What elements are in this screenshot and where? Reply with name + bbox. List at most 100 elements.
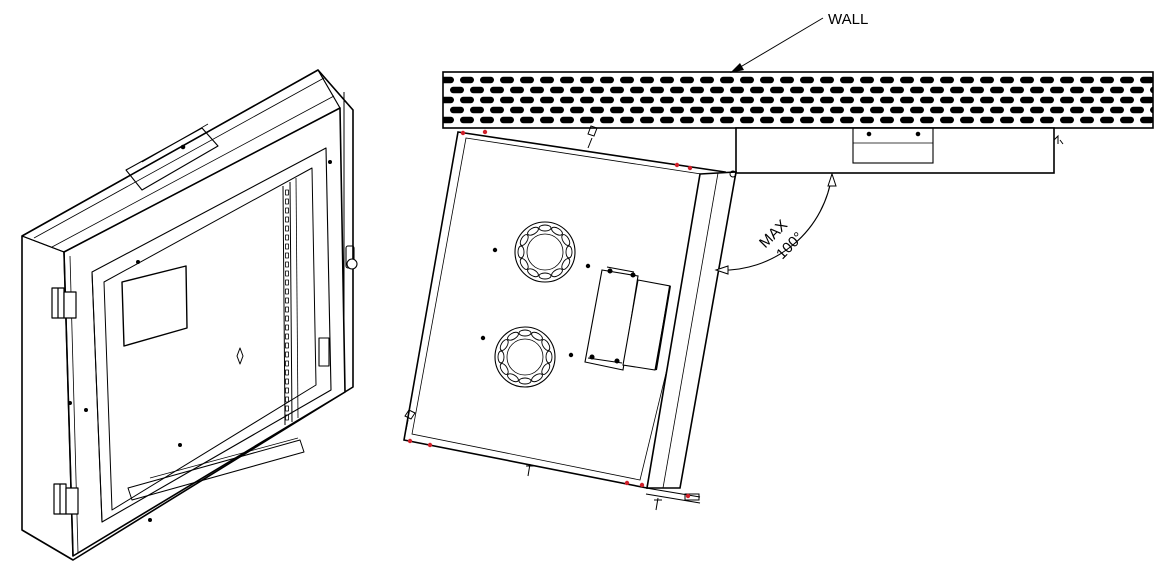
wall-hatch-mark	[1010, 106, 1024, 114]
wall-hatch-mark	[1050, 106, 1064, 114]
wall-hatch-mark	[450, 86, 464, 94]
wall-hatch-mark	[880, 116, 894, 124]
door-latch	[318, 245, 358, 367]
wall-hatch-mark	[1110, 106, 1124, 114]
hinge-accents	[407, 129, 693, 499]
opening-angle-annotation	[714, 172, 837, 275]
rail-hole	[285, 315, 289, 322]
wall-hatch-mark	[890, 86, 904, 94]
wall-hatch-mark	[500, 96, 514, 104]
rail-hole	[285, 306, 289, 313]
wall-hatch-mark	[510, 86, 524, 94]
rail-hole	[285, 252, 289, 259]
wall-hatch-mark	[570, 86, 584, 94]
wall-hatch-mark	[520, 96, 534, 104]
wall-hatch-mark	[1060, 116, 1074, 124]
wall-hatch-mark	[1020, 76, 1034, 84]
wall-hatch-mark	[1090, 106, 1104, 114]
fan-slot	[531, 373, 543, 383]
rail-hole	[285, 387, 289, 394]
wall-hatch-mark	[880, 76, 894, 84]
wall-hatch-mark	[770, 86, 784, 94]
wall-hatch-mark	[1030, 106, 1044, 114]
cabinet-isometric-view	[21, 69, 358, 561]
wall-hatch-mark	[1110, 86, 1124, 94]
wall-hatch-mark	[590, 106, 604, 114]
wall-hatch-mark	[540, 96, 554, 104]
rail-hole	[285, 369, 289, 376]
wall-hatch-mark	[530, 106, 544, 114]
rail-hole	[285, 324, 289, 331]
wall-hatch-mark	[710, 106, 724, 114]
wall-hatch-mark	[680, 76, 694, 84]
rail-hole	[285, 270, 289, 277]
wall-hatch-mark	[580, 96, 594, 104]
wall-hatch-mark	[600, 96, 614, 104]
wall-hatch-mark	[500, 76, 514, 84]
wall-hatch-mark	[960, 116, 974, 124]
wall-hatch-mark	[540, 76, 554, 84]
wall-hatch-mark	[980, 96, 994, 104]
wall-hatch-mark	[560, 116, 574, 124]
rail-hole	[285, 207, 289, 214]
wall-hatch-mark	[480, 116, 494, 124]
rail-hole	[285, 414, 289, 421]
wall-hatch-mark	[640, 96, 654, 104]
fan-slot	[541, 363, 551, 375]
rail-hole	[285, 225, 289, 232]
wall-hatch-mark	[970, 86, 984, 94]
wall-hatch-mark	[920, 116, 934, 124]
wall-bracket	[735, 127, 1064, 174]
wall-hatch-mark	[770, 106, 784, 114]
wall-hatch-mark	[490, 106, 504, 114]
wall-hatch-mark	[1010, 86, 1024, 94]
wall-hatch-mark	[800, 76, 814, 84]
wall-hatch-mark	[960, 76, 974, 84]
wall-hatch-mark	[443, 76, 454, 84]
wall-hatch-mark	[1150, 106, 1153, 114]
wall-hatch-mark	[660, 116, 674, 124]
wall-hatch-mark	[890, 106, 904, 114]
wall-hatch-mark	[960, 96, 974, 104]
wall-hatch-mark	[550, 86, 564, 94]
wall-hatch-mark	[670, 106, 684, 114]
fan-slot	[527, 226, 539, 236]
wall-hatch-mark	[830, 86, 844, 94]
wall-hatch-mark	[820, 116, 834, 124]
wall-hatch-mark	[640, 116, 654, 124]
wall-hatch-mark	[530, 86, 544, 94]
wall-hatch-mark	[1060, 76, 1074, 84]
fan-slot	[507, 331, 519, 341]
wall-hatch-mark	[740, 96, 754, 104]
fan-slot	[531, 331, 543, 341]
fan-slot	[527, 268, 539, 278]
wall-hatch-mark	[470, 86, 484, 94]
wall-hatch-mark	[610, 106, 624, 114]
wall-hatch-mark	[1020, 116, 1034, 124]
wall-hatch-mark	[860, 96, 874, 104]
wall-hatch-mark	[560, 76, 574, 84]
wall-hatch-mark	[1040, 76, 1054, 84]
hinge-top	[51, 287, 77, 319]
wall-hatch-mark	[1140, 96, 1153, 104]
wall-hatch-mark	[1150, 86, 1153, 94]
wall-hatch-mark	[910, 106, 924, 114]
wall-hatch-mark	[900, 76, 914, 84]
mounting-rail	[282, 177, 299, 426]
wall-hatch-mark	[500, 116, 514, 124]
wall-hatch-mark	[1050, 86, 1064, 94]
wall-hatch-mark	[660, 96, 674, 104]
wall-hatch-mark	[1140, 76, 1153, 84]
fan-slot	[517, 245, 525, 259]
wall-hatch-mark	[540, 116, 554, 124]
rail-hole	[285, 378, 289, 385]
fan-slot	[538, 224, 552, 232]
wall-hatch-mark	[550, 106, 564, 114]
wall-hatch-mark	[880, 96, 894, 104]
wall-hatch-mark	[600, 116, 614, 124]
wall-hatch-mark	[990, 86, 1004, 94]
wall-hatch-mark	[800, 96, 814, 104]
wall-hatch-mark	[910, 86, 924, 94]
wall-hatch-mark	[570, 106, 584, 114]
